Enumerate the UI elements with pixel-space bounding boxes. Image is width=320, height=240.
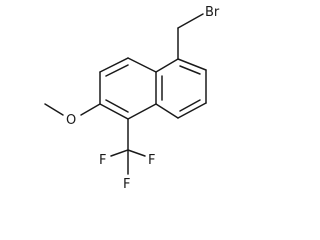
fluorine-atom-label-right: F <box>148 153 155 168</box>
oxygen-atom-label: O <box>66 113 76 128</box>
bromine-atom-label: Br <box>205 5 220 20</box>
bond-c-f2 <box>110 149 129 157</box>
fluorine-atom-label-left: F <box>99 153 106 168</box>
bond-c5-c6 <box>177 58 207 71</box>
bond-c4a-c5 <box>155 58 179 73</box>
trifluoromethyl-group: F F F <box>99 118 155 192</box>
bond-c2-o <box>80 103 101 116</box>
bond-c8-c8a <box>155 103 179 119</box>
methoxy-group: O <box>44 103 101 128</box>
naphthalene-ring-system <box>99 57 207 120</box>
bond-c2-c1-inner <box>105 99 129 113</box>
structure-canvas: Br O F F F <box>44 5 220 192</box>
bond-o-ch3 <box>44 103 64 116</box>
bond-c4-c3-inner <box>105 64 129 77</box>
bromomethyl-group: Br <box>177 5 220 60</box>
chemical-structure-diagram: Br O F F F <box>44 5 220 192</box>
bond-c-f3 <box>127 149 146 157</box>
bond-c4a-c4 <box>127 57 157 73</box>
bond-c2-c1 <box>99 103 129 120</box>
bond-c7-c8 <box>177 102 207 119</box>
bond-c4-c3 <box>99 57 129 73</box>
bond-ch2-br <box>177 13 204 29</box>
bond-c1-c8a <box>127 103 157 120</box>
fluorine-atom-label-bottom: F <box>123 177 130 192</box>
bond-c7-c8-inner <box>179 99 201 112</box>
bond-c5-c6-inner <box>179 65 201 75</box>
